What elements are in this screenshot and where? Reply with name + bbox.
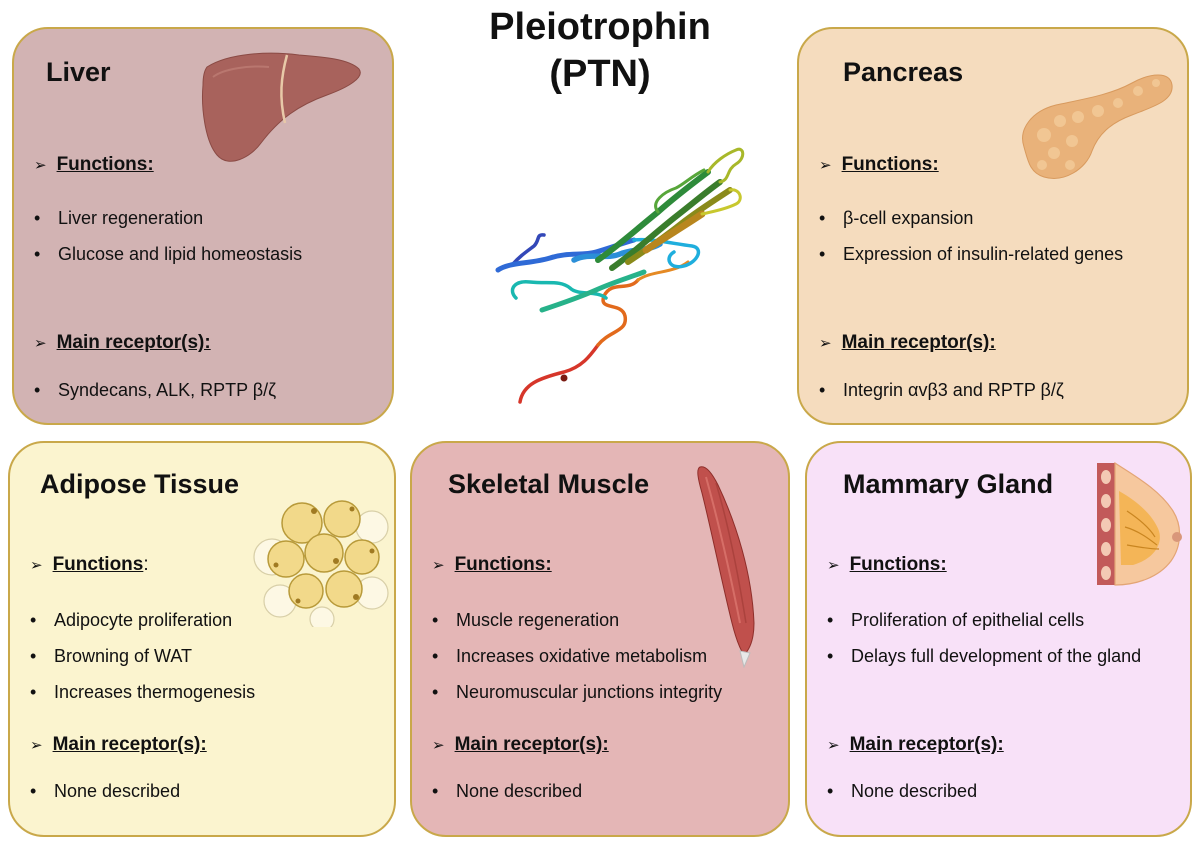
list-item: •None described xyxy=(30,781,181,801)
muscle-card-title: Skeletal Muscle xyxy=(448,469,650,499)
liver-icon xyxy=(202,52,361,162)
mammary-gland-card: Mammary Gland ➢Functions: •Proliferation… xyxy=(805,441,1192,837)
skeletal-muscle-card: Skeletal Muscle ➢Functions: •Muscle rege… xyxy=(410,441,790,837)
list-item: •Neuromuscular junctions integrity xyxy=(432,682,723,702)
list-item: •Delays full development of the gland xyxy=(827,646,1142,666)
pancreas-functions-heading: ➢Functions: xyxy=(819,154,939,175)
mammary-receptors-heading: ➢Main receptor(s): xyxy=(827,734,1004,755)
protein-structure-icon xyxy=(495,147,745,404)
list-item: •Adipocyte proliferation xyxy=(30,610,233,630)
arrow-bullet-icon: ➢ xyxy=(30,557,43,574)
list-item: •Increases oxidative metabolism xyxy=(432,646,708,666)
list-item: •Glucose and lipid homeostasis xyxy=(34,244,303,264)
arrow-bullet-icon: ➢ xyxy=(827,557,840,574)
arrow-bullet-icon: ➢ xyxy=(34,157,47,174)
pancreas-receptors-heading: ➢Main receptor(s): xyxy=(819,332,996,353)
list-item: •Browning of WAT xyxy=(30,646,193,666)
liver-card-title: Liver xyxy=(46,57,111,87)
muscle-functions-heading: ➢Functions: xyxy=(432,554,552,575)
mammary-gland-icon xyxy=(1097,461,1182,586)
adipose-tissue-card: Adipose Tissue ➢Functions: •Adipocyte pr… xyxy=(8,441,396,837)
arrow-bullet-icon: ➢ xyxy=(432,557,445,574)
arrow-bullet-icon: ➢ xyxy=(819,157,832,174)
list-item: •Integrin αvβ3 and RPTP β/ζ xyxy=(819,380,1064,400)
title-line-1: Pleiotrophin xyxy=(489,6,711,48)
arrow-bullet-icon: ➢ xyxy=(30,737,43,754)
muscle-icon xyxy=(697,466,755,668)
adipose-functions-heading: ➢Functions: xyxy=(30,554,149,575)
list-item: •None described xyxy=(432,781,583,801)
page-title: Pleiotrophin (PTN) xyxy=(440,4,760,98)
pancreas-card: Pancreas ➢Functions: •β-cell expansion •… xyxy=(797,27,1189,425)
pancreas-icon xyxy=(1022,74,1173,179)
mammary-card-title: Mammary Gland xyxy=(843,469,1054,499)
arrow-bullet-icon: ➢ xyxy=(819,335,832,352)
arrow-bullet-icon: ➢ xyxy=(827,737,840,754)
adipocytes-icon xyxy=(253,500,389,627)
mammary-functions-heading: ➢Functions: xyxy=(827,554,947,575)
arrow-bullet-icon: ➢ xyxy=(432,737,445,754)
adipose-receptors-heading: ➢Main receptor(s): xyxy=(30,734,207,755)
list-item: •Expression of insulin-related genes xyxy=(819,244,1124,264)
list-item: •Muscle regeneration xyxy=(432,610,620,630)
list-item: •None described xyxy=(827,781,978,801)
liver-functions-heading: ➢Functions: xyxy=(34,154,154,175)
title-line-2: (PTN) xyxy=(549,53,651,95)
muscle-receptors-heading: ➢Main receptor(s): xyxy=(432,734,609,755)
liver-receptors-heading: ➢Main receptor(s): xyxy=(34,332,211,353)
pancreas-card-title: Pancreas xyxy=(843,57,964,87)
list-item: •Proliferation of epithelial cells xyxy=(827,610,1085,630)
list-item: •Liver regeneration xyxy=(34,208,204,228)
adipose-card-title: Adipose Tissue xyxy=(40,469,240,499)
liver-card: Liver ➢Functions: •Liver regeneration •G… xyxy=(12,27,394,425)
list-item: •Increases thermogenesis xyxy=(30,682,256,702)
list-item: •β-cell expansion xyxy=(819,208,974,228)
arrow-bullet-icon: ➢ xyxy=(34,335,47,352)
list-item: •Syndecans, ALK, RPTP β/ζ xyxy=(34,380,277,400)
